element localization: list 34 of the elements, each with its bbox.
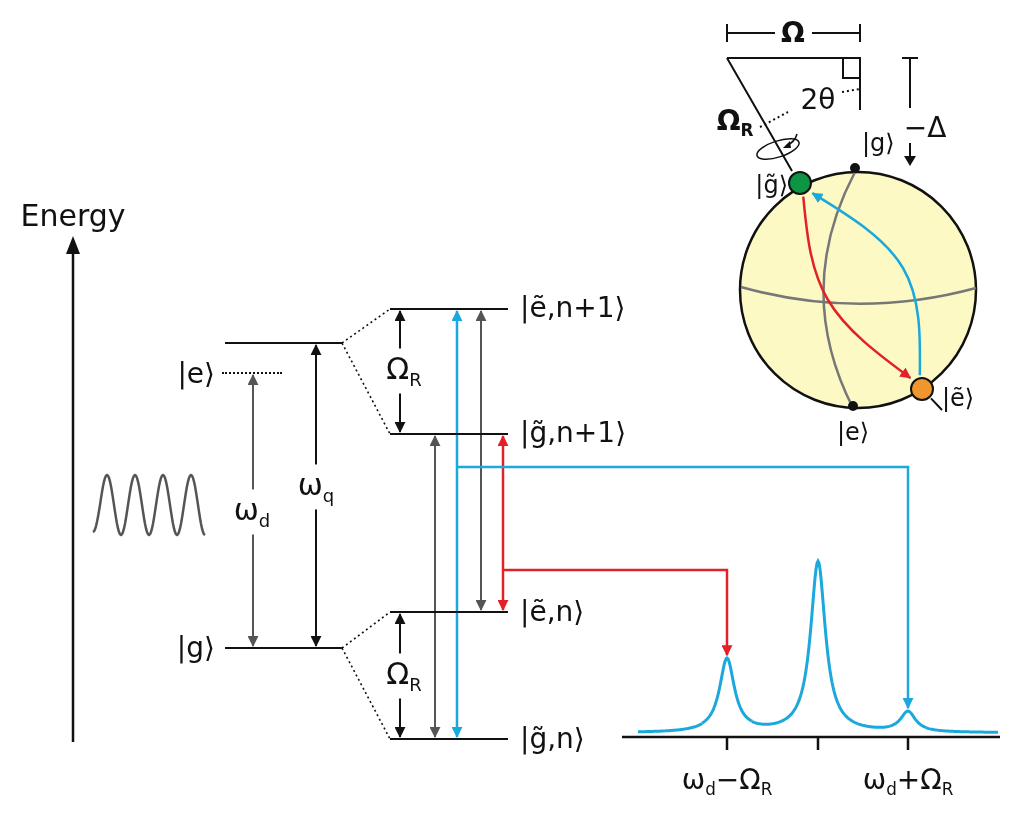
dotted-line: [341, 647, 391, 740]
arrow: [497, 435, 509, 611]
arrow: [802, 196, 912, 379]
dotted-line: [341, 342, 391, 435]
math-label: Ω$_{R}$: [716, 106, 754, 140]
edge-label: Ω$_{R}$: [385, 348, 423, 394]
state-label: |ẽ,n⟩: [520, 596, 585, 628]
arrow: [475, 310, 487, 611]
axis-label: Energy: [20, 198, 126, 232]
arrow: [503, 568, 733, 657]
dotted-line: [341, 308, 391, 344]
arrow: [811, 192, 922, 376]
state-label: |ẽ,n+1⟩: [520, 292, 626, 324]
state-label: |g⟩: [862, 129, 895, 157]
state-label: |g⟩: [176, 632, 215, 664]
math-label: ω$_{d}$+Ω$_{R}$: [862, 765, 954, 799]
arrow: [457, 465, 914, 710]
arrow: [451, 310, 463, 738]
dotted-line: [341, 611, 391, 649]
arrow: [429, 435, 441, 738]
state-label: |e⟩: [177, 358, 215, 390]
state-label: |g̃,n⟩: [520, 723, 585, 755]
math-label: ω$_{d}$−Ω$_{R}$: [681, 765, 773, 799]
state-label: |e⟩: [836, 418, 870, 446]
state-label: |g̃,n+1⟩: [520, 417, 627, 449]
leader-line: [929, 397, 943, 411]
math-label: 2θ: [800, 84, 836, 116]
edge-label: ω$_{d}$: [232, 489, 272, 535]
state-label: |g̃⟩: [755, 171, 788, 199]
edge-label: Ω$_{R}$: [385, 653, 423, 699]
edge-label: ω$_{q}$: [296, 464, 336, 510]
math-label: −Δ: [903, 112, 947, 144]
state-label: |ẽ⟩: [942, 378, 1002, 418]
math-label: Ω: [781, 17, 805, 49]
